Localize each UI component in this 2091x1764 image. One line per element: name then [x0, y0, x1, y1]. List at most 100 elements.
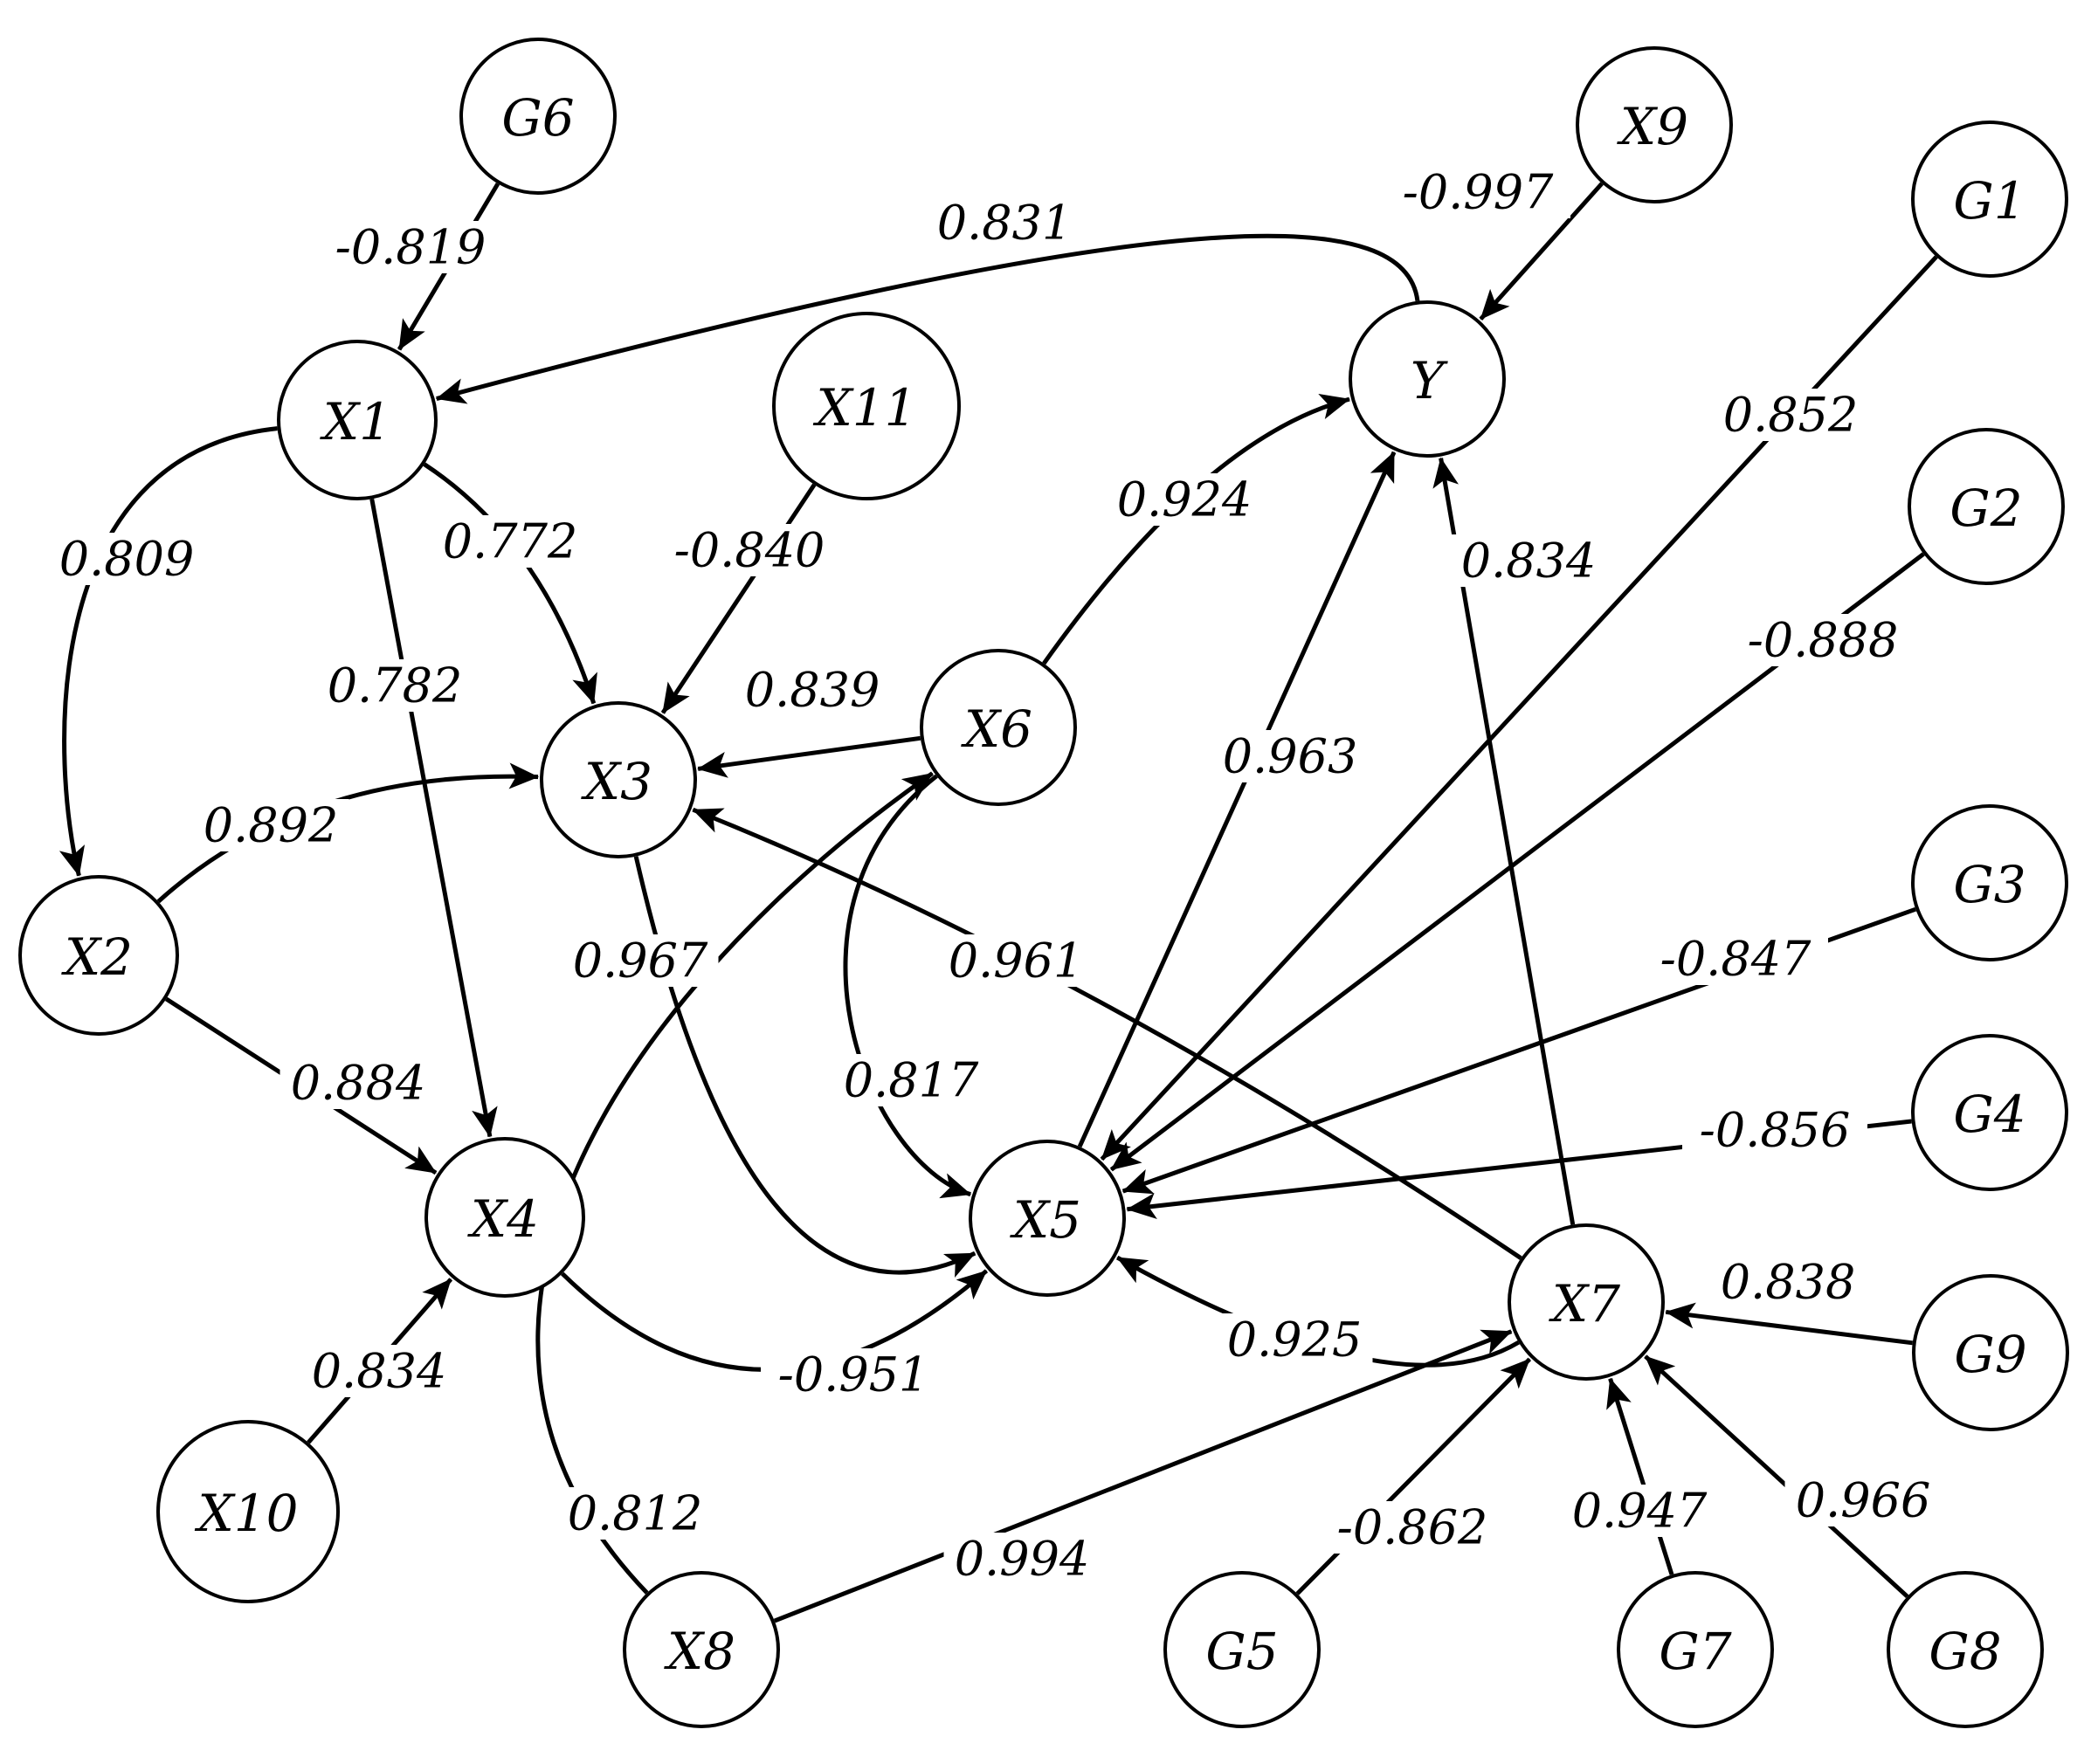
edge-label-group: -0.951 [761, 1347, 946, 1402]
node-circle [540, 701, 697, 858]
edge-label-g7-to-x7: 0.947 [1572, 1484, 1708, 1539]
edge-label-group: 0.812 [556, 1486, 714, 1541]
node-label: G3 [1953, 855, 2025, 914]
node-circle [18, 875, 179, 1036]
edge-label-x6-to-x5: 0.817 [844, 1053, 979, 1108]
edge-label-x3-to-x5: 0.967 [573, 934, 708, 989]
edge-label-group: 0.966 [1784, 1473, 1942, 1528]
edge-label-background [1682, 1104, 1867, 1156]
edge-label-group: 0.852 [1712, 388, 1869, 443]
node-x2: X2 [18, 875, 179, 1036]
edge-label-x5-to-y: 0.963 [1223, 729, 1358, 784]
edge-label-group: -0.888 [1730, 613, 1915, 668]
edge-label-g9-to-x7: 0.838 [1721, 1255, 1856, 1310]
edge-label-background [1561, 1485, 1718, 1537]
node-g2: G2 [1908, 428, 2065, 585]
edge-label-group: 0.967 [562, 934, 719, 989]
edge-label-background [1106, 473, 1263, 526]
edge-label-x10-to-x4: 0.834 [312, 1344, 447, 1399]
node-circle [459, 38, 617, 195]
edge-label-x1-to-x4: 0.782 [328, 658, 463, 713]
edge-label-g6-to-x1: -0.819 [335, 220, 487, 275]
edge-label-background [734, 664, 891, 716]
edge-label-background [761, 1348, 946, 1401]
node-label: X2 [61, 927, 133, 987]
edge-g7-to-x7 [1606, 1377, 1674, 1575]
edge-label-group: -0.819 [318, 220, 503, 275]
node-circle [156, 1420, 340, 1603]
edge-x11-to-x3 [660, 483, 817, 714]
edge-x8-to-x6 [535, 771, 934, 1595]
edge-label-background [1216, 1313, 1373, 1366]
edge-label-group: -0.847 [1643, 932, 1828, 987]
node-label: G1 [1953, 171, 2025, 231]
edge-x8-to-x7 [773, 1329, 1513, 1623]
node-circle [1617, 1571, 1774, 1728]
edge-label-x6-to-y: 0.924 [1117, 472, 1253, 527]
edge-label-group: 0.838 [1709, 1255, 1867, 1310]
edge-label-background [1709, 1256, 1867, 1308]
edge-label-group: -0.862 [1320, 1500, 1505, 1555]
edge-label-background [316, 659, 473, 712]
edge-x9-to-y [1479, 182, 1604, 321]
edge-g8-to-x7 [1644, 1354, 1909, 1599]
edge-label-group: 0.782 [316, 658, 473, 713]
node-g4: G4 [1911, 1034, 2068, 1191]
node-circle [1908, 428, 2065, 585]
node-x3: X3 [540, 701, 697, 858]
edge-x6-to-y [1042, 393, 1350, 665]
edge-label-background [300, 1345, 458, 1397]
edge-label-background [1450, 534, 1607, 587]
node-circle [1508, 1223, 1665, 1381]
edge-label-background [1730, 614, 1915, 666]
edge-label-background [937, 934, 1094, 987]
node-g8: G8 [1887, 1571, 2044, 1728]
edge-label-background [832, 1054, 990, 1106]
node-circle [424, 1137, 585, 1298]
edge-y-to-x1 [435, 233, 1420, 404]
edge-label-group: 0.924 [1106, 472, 1263, 527]
edge-label-background [1712, 389, 1869, 441]
edge-label-x7-to-y: 0.834 [1461, 534, 1597, 589]
node-g7: G7 [1617, 1571, 1774, 1728]
edge-x7-to-x3 [692, 807, 1522, 1260]
edge-label-background [192, 799, 349, 851]
edge-label-background [48, 533, 205, 585]
edge-label-background [943, 1533, 1101, 1585]
edge-label-group: 0.994 [943, 1532, 1101, 1587]
node-circle [1163, 1571, 1321, 1728]
node-circle [920, 649, 1077, 806]
edge-x6-to-x5 [843, 774, 972, 1199]
edge-x6-to-x3 [697, 735, 921, 778]
edge-label-background [926, 196, 1083, 249]
node-label: X6 [961, 699, 1032, 759]
edge-label-background [1784, 1474, 1942, 1526]
node-circle [1912, 1274, 2069, 1431]
node-label: X7 [1549, 1274, 1620, 1333]
edge-label-g2-to-x5: -0.888 [1748, 613, 1899, 668]
node-label: G5 [1205, 1622, 1278, 1681]
edge-label-g1-to-x5: 0.852 [1723, 388, 1859, 443]
node-x5: X5 [969, 1140, 1126, 1297]
edge-label-background [556, 1487, 714, 1540]
edge-label-x9-to-y: -0.997 [1403, 165, 1554, 220]
node-label: X1 [320, 392, 391, 451]
node-g3: G3 [1911, 804, 2068, 961]
node-circle [623, 1571, 780, 1728]
node-g6: G6 [459, 38, 617, 195]
node-circle [277, 340, 438, 500]
edge-label-x8-to-x6: 0.812 [568, 1486, 703, 1541]
edge-label-x2-to-x4: 0.884 [291, 1056, 426, 1111]
edge-label-group: -0.997 [1385, 165, 1570, 220]
edge-label-x2-to-x3: 0.892 [204, 798, 339, 853]
edge-label-group: -0.856 [1682, 1103, 1867, 1158]
node-label: G8 [1929, 1622, 2001, 1681]
edge-label-background [562, 934, 719, 987]
edge-label-x4-to-x5: -0.951 [778, 1347, 929, 1402]
node-x4: X4 [424, 1137, 585, 1298]
node-circle [1911, 804, 2068, 961]
node-x1: X1 [277, 340, 438, 500]
node-circle [1349, 300, 1506, 458]
node-label: X3 [581, 752, 652, 811]
edge-label-g5-to-x7: -0.862 [1337, 1500, 1488, 1555]
